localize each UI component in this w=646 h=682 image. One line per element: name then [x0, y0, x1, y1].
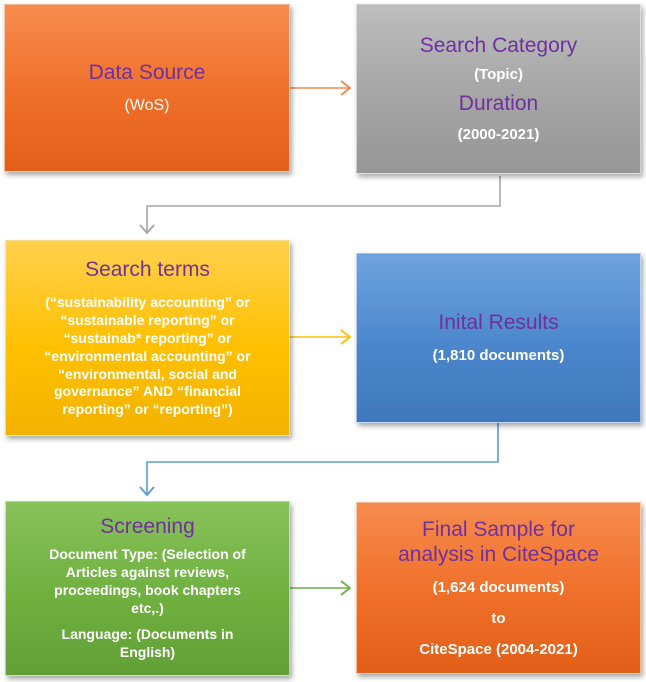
search-category-title: Search Category: [419, 34, 578, 58]
arrow-source-to-category: [290, 80, 352, 96]
final-sample-to: to: [491, 609, 506, 627]
duration-title: Duration: [458, 92, 539, 115]
screening-doc-type-line: proceedings, book chapters: [54, 582, 241, 599]
initial-results-count: (1,810 documents): [432, 347, 565, 365]
initial-results-box: Inital Results (1,810 documents): [356, 253, 641, 423]
search-category-topic: (Topic): [474, 66, 523, 84]
screening-language-line: Language: (Documents in: [61, 625, 234, 642]
duration-range: (2000-2021): [457, 126, 540, 144]
initial-results-title: Inital Results: [438, 311, 559, 335]
data-source-wos: (WoS): [124, 96, 170, 114]
screening-doc-type-line: etc,.): [131, 600, 164, 617]
search-terms-line: governance” AND “financial: [54, 383, 241, 400]
search-terms-box: Search terms (“sustainability accounting…: [5, 240, 290, 436]
search-terms-line: “environmental, social and: [58, 365, 237, 382]
search-terms-line: reporting” or “reporting”): [62, 401, 233, 418]
final-sample-box: Final Sample for analysis in CiteSpace (…: [356, 502, 641, 674]
final-sample-title-line: Final Sample for: [422, 517, 575, 541]
screening-doc-type-line: Articles against reviews,: [65, 564, 230, 581]
screening-language-line: English): [119, 643, 176, 660]
final-sample-citespace: CiteSpace (2004-2021): [419, 640, 578, 658]
final-sample-count: (1,624 documents): [432, 579, 565, 597]
search-terms-line: (“sustainability accounting” or: [45, 293, 250, 310]
data-source-box: Data Source (WoS): [4, 4, 290, 172]
search-terms-line: “sustainable reporting” or: [60, 311, 235, 328]
search-terms-line: “sustainab* reporting” or: [63, 329, 232, 346]
search-category-box: Search Category (Topic) Duration (2000-2…: [356, 4, 641, 174]
arrow-screening-to-final: [290, 580, 352, 596]
final-sample-title-line: analysis in CiteSpace: [398, 542, 599, 566]
arrow-terms-to-results: [290, 329, 352, 345]
search-terms-line: “environmental accounting” or: [44, 347, 251, 364]
data-source-title: Data Source: [88, 61, 206, 85]
arrow-category-to-terms: [139, 176, 501, 235]
screening-doc-type-line: Document Type: (Selection of: [49, 546, 246, 563]
screening-title: Screening: [100, 515, 195, 539]
arrow-results-to-screening: [139, 423, 499, 497]
screening-box: Screening Document Type: (Selection of A…: [5, 501, 290, 676]
search-terms-title: Search terms: [85, 257, 210, 281]
